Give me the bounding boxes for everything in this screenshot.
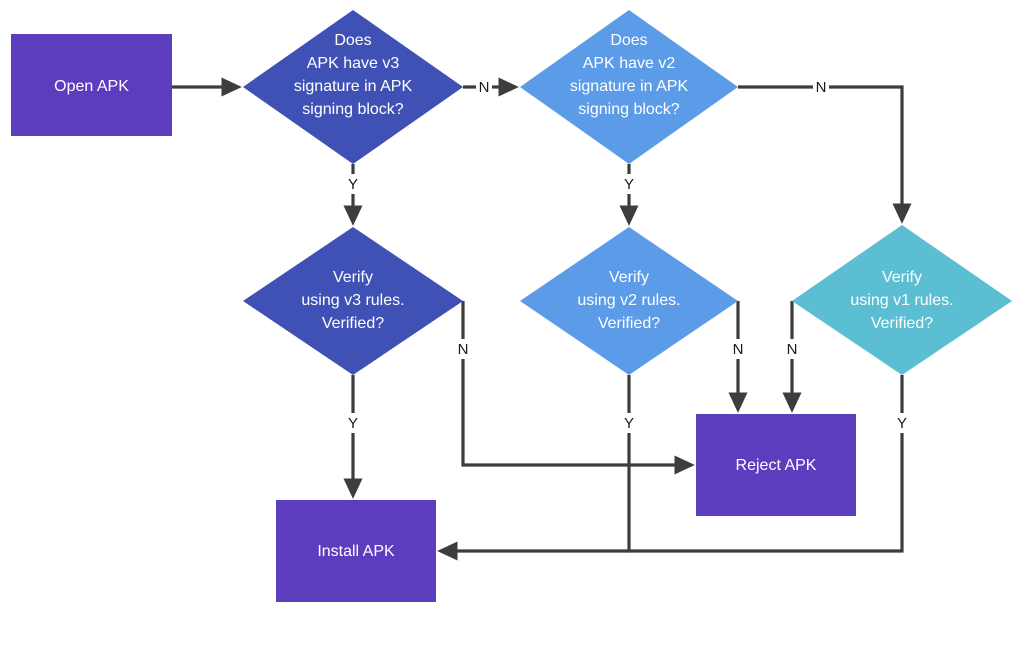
has-v3-label-line-4: signing block? [302,101,404,118]
edge-label-verify-v3-yes-text: Y [348,415,358,432]
edge-label-v3-no-text: N [479,79,490,96]
edge-label-verify-v3-no: N [455,339,471,359]
verify-v3-shape[interactable] [243,227,463,375]
node-verify-v2[interactable]: Verify using v2 rules. Verified? [520,227,738,375]
edge-label-v2-yes-text: Y [624,176,634,193]
node-has-v3[interactable]: Does APK have v3 signature in APK signin… [243,10,463,164]
verify-v2-shape[interactable] [520,227,738,375]
node-verify-v3[interactable]: Verify using v3 rules. Verified? [243,227,463,375]
edge-label-v2-no-text: N [816,79,827,96]
edge-labels-layer: N Y N Y N [345,77,910,433]
verify-v3-label-line-3: Verified? [322,315,384,332]
verify-v3-label-line-2: using v3 rules. [301,292,404,309]
edge-label-verify-v2-no: N [730,339,746,359]
edge-label-verify-v1-yes-text: Y [897,415,907,432]
verify-v3-label-line-1: Verify [333,269,373,286]
edge-verify-v2-yes-to-install [437,375,631,561]
edge-label-verify-v2-yes-text: Y [624,415,634,432]
has-v2-label-line-1: Does [610,32,647,49]
node-verify-v1[interactable]: Verify using v1 rules. Verified? [792,225,1012,375]
has-v2-label-line-2: APK have v2 [583,55,676,72]
edge-label-v3-no: N [476,77,492,97]
node-has-v2[interactable]: Does APK have v2 signature in APK signin… [520,10,738,164]
verify-v2-label-line-1: Verify [609,269,649,286]
nodes-layer: Open APK Does APK have v3 signature in A… [11,10,1012,602]
edge-label-verify-v3-no-text: N [458,341,469,358]
reject-apk-shape[interactable] [696,414,856,516]
verify-v1-label-line-3: Verified? [871,315,933,332]
edge-label-v2-no: N [813,77,829,97]
has-v3-label-line-3: signature in APK [294,78,413,95]
edge-label-verify-v2-no-text: N [733,341,744,358]
has-v2-shape[interactable] [520,10,738,164]
edge-label-verify-v2-yes: Y [621,413,637,433]
has-v2-label-line-3: signature in APK [570,78,689,95]
edge-verify-v1-yes-to-install [629,375,904,553]
edge-label-verify-v1-no-text: N [787,341,798,358]
has-v2-label-line-4: signing block? [578,101,680,118]
has-v3-shape[interactable] [243,10,463,164]
edge-v2-no-to-verify-v1 [738,85,912,224]
open-apk-shape[interactable] [11,34,172,136]
open-apk-label: Open APK [54,78,129,95]
edge-label-v2-yes: Y [621,174,637,194]
node-open-apk[interactable]: Open APK [11,34,172,136]
verify-v2-label-line-2: using v2 rules. [577,292,680,309]
edge-label-verify-v1-no: N [784,339,800,359]
has-v3-label-line-1: Does [334,32,371,49]
edge-label-verify-v3-yes: Y [345,413,361,433]
install-apk-label: Install APK [317,543,395,560]
verify-v1-label-line-1: Verify [882,269,922,286]
reject-apk-label: Reject APK [736,457,817,474]
verify-v1-label-line-2: using v1 rules. [850,292,953,309]
edge-label-v3-yes-text: Y [348,176,358,193]
node-install-apk[interactable]: Install APK [276,500,436,602]
edge-label-verify-v1-yes: Y [894,413,910,433]
has-v3-label-line-2: APK have v3 [307,55,400,72]
node-reject-apk[interactable]: Reject APK [696,414,856,516]
edge-label-v3-yes: Y [345,174,361,194]
verify-v2-label-line-3: Verified? [598,315,660,332]
install-apk-shape[interactable] [276,500,436,602]
verify-v1-shape[interactable] [792,225,1012,375]
